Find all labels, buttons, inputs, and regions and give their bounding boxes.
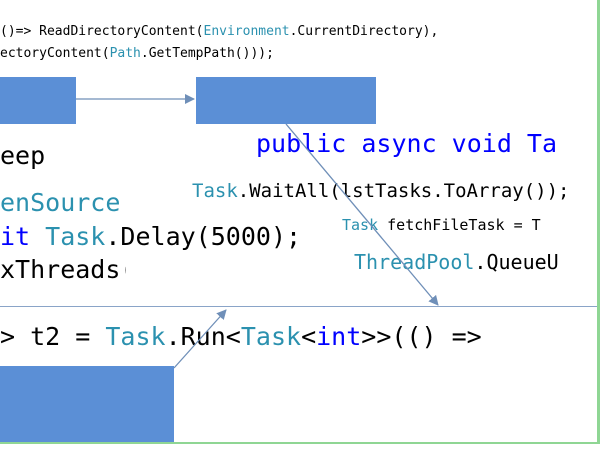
code-fragment-waitall: Task.WaitAll(lstTasks.ToArray());: [192, 180, 570, 202]
code-text: ()=> ReadDirectoryContent(: [0, 24, 204, 39]
border-right: [597, 0, 600, 444]
type-name: Path: [109, 46, 141, 61]
code-text: .WaitAll(lstTasks.ToArray());: [237, 180, 570, 202]
type-name: ThreadPool: [354, 250, 475, 274]
code-fragment-cancellation-source: enSource: [0, 188, 121, 217]
code-fragment-threadpool: ThreadPool.QueueU: [354, 250, 559, 274]
code-fragment-fetchfiletask: Task fetchFileTask = T: [342, 216, 541, 234]
code-line-readdirectory: ()=> ReadDirectoryContent(Environment.Cu…: [0, 24, 438, 39]
code-text: .Delay(5000);: [105, 222, 302, 251]
type-name: Task: [105, 322, 166, 351]
code-line-gettemppath: ectoryContent(Path.GetTempPath()));: [0, 46, 274, 61]
keyword: it: [0, 222, 46, 251]
code-fragment-delay: it Task.Delay(5000);: [0, 222, 301, 251]
type-name: Environment: [203, 24, 290, 39]
code-text: .CurrentDirectory),: [289, 24, 439, 39]
arrow-box3-to-run: [173, 309, 227, 369]
type-name: Task: [45, 222, 106, 251]
arrow-box2-to-threadpool: [285, 123, 439, 306]
code-text: .QueueU: [474, 250, 559, 274]
divider-line: [0, 306, 600, 307]
diagram-box-top-center: [196, 77, 376, 124]
type-name: Task: [192, 180, 238, 202]
code-fragment-async-method: public async void Ta: [256, 129, 558, 158]
code-text: <: [301, 322, 317, 351]
code-text: ectoryContent(: [0, 46, 110, 61]
code-fragment-maxthreads: xThreads(: [0, 255, 136, 284]
diagram-box-top-left: [0, 77, 76, 124]
type-name: Task: [240, 322, 302, 351]
code-text: >>(() =>: [361, 322, 482, 351]
code-text: .Run<: [165, 322, 241, 351]
diagram-box-bottom-left: [0, 366, 174, 442]
code-text: > t2 =: [0, 322, 106, 351]
fragment-mask: [126, 255, 136, 285]
type-name: Task: [342, 216, 379, 234]
keyword: int: [316, 322, 362, 351]
border-bottom: [0, 442, 600, 444]
code-fragment-sleep: eep: [0, 141, 46, 170]
code-text: fetchFileTask = T: [378, 216, 541, 234]
code-fragment-task-run: > t2 = Task.Run<Task<int>>(() =>: [0, 322, 482, 351]
code-text: .GetTempPath()));: [140, 46, 274, 61]
